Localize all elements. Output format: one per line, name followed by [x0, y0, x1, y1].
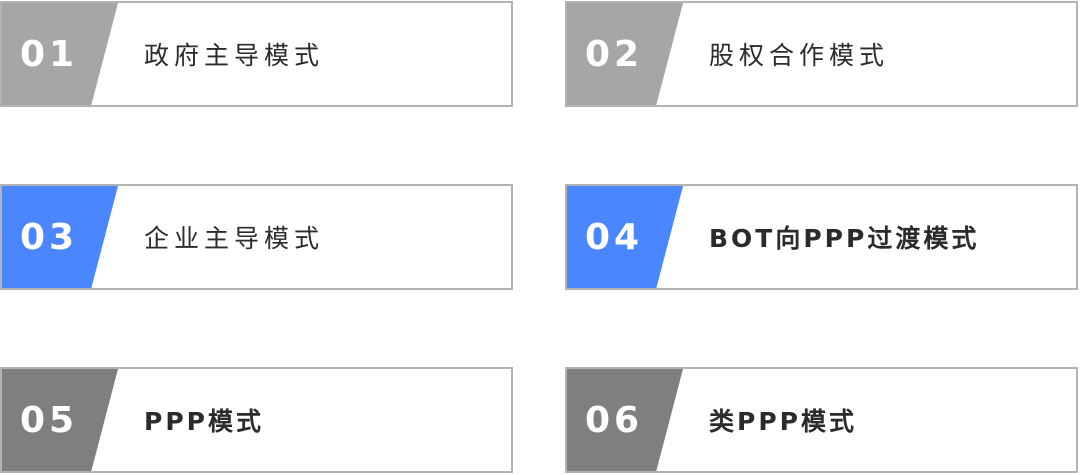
mode-number: 06	[584, 399, 644, 441]
mode-card-01: 01 政府主导模式	[0, 1, 513, 107]
mode-number: 05	[19, 399, 79, 441]
mode-label: BOT向PPP过渡模式	[709, 224, 980, 253]
mode-card-05: 05 PPP模式	[0, 367, 513, 473]
mode-label: 政府主导模式	[144, 41, 325, 70]
mode-label: 股权合作模式	[709, 41, 890, 70]
mode-number: 01	[19, 33, 79, 75]
mode-number: 03	[19, 216, 79, 258]
mode-label: 类PPP模式	[709, 407, 857, 436]
mode-label: 企业主导模式	[144, 224, 325, 253]
mode-card-06: 06 类PPP模式	[565, 367, 1078, 473]
mode-card-02: 02 股权合作模式	[565, 1, 1078, 107]
mode-number: 04	[584, 216, 644, 258]
mode-card-04: 04 BOT向PPP过渡模式	[565, 184, 1078, 290]
mode-label: PPP模式	[144, 407, 264, 436]
mode-number: 02	[584, 33, 644, 75]
mode-card-03: 03 企业主导模式	[0, 184, 513, 290]
